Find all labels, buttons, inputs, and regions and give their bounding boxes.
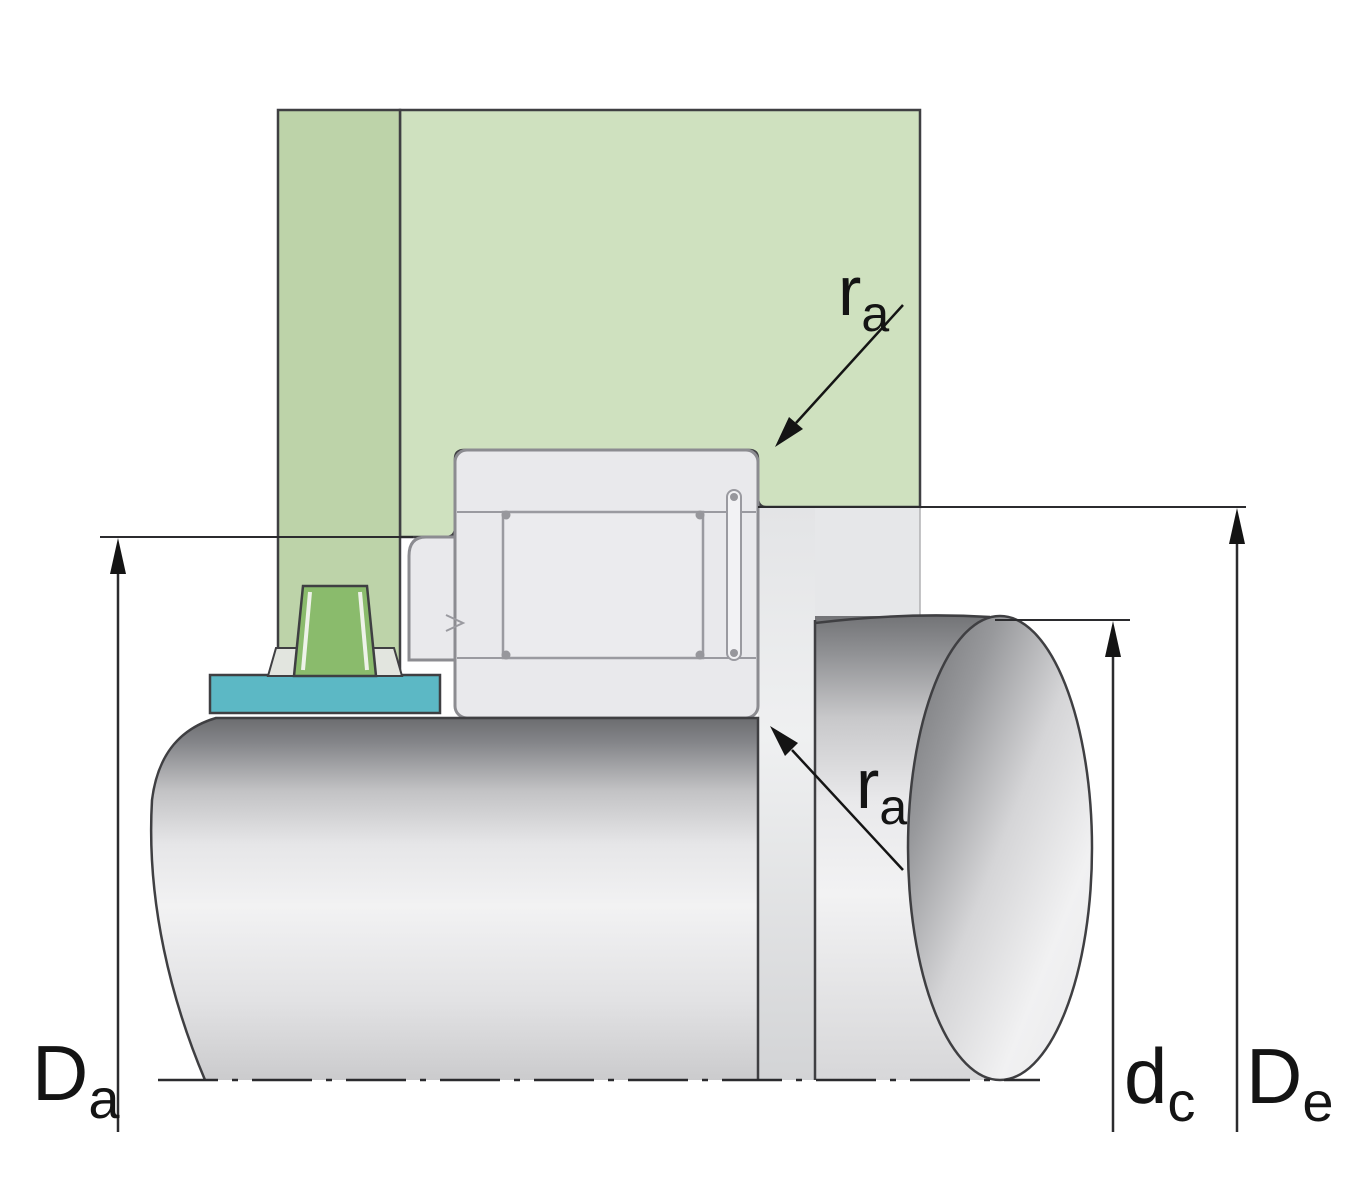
- clamp-highlight-left: [301, 591, 312, 671]
- label-De: De: [1246, 1032, 1334, 1133]
- raceway-extension-surface: [815, 507, 920, 620]
- leader-ra-bottom: [791, 749, 904, 871]
- clamp-highlight-right: [358, 591, 369, 671]
- abutment-parts: [208, 584, 442, 715]
- cage-dot: [695, 510, 705, 520]
- shaft-body: [151, 718, 759, 1080]
- shaft-raceway-strip: [758, 507, 815, 1080]
- bearing: [407, 448, 760, 720]
- label-dc: dc: [1124, 1032, 1195, 1133]
- break-mark: [445, 614, 466, 632]
- roller: [501, 510, 705, 660]
- shaft-shoulder-section: [758, 507, 1094, 1082]
- leader-arrowhead-ra-top: [775, 417, 803, 447]
- shaft-outline: [149, 716, 760, 1081]
- pin-dot: [730, 493, 738, 501]
- label-Da: Da: [32, 1029, 120, 1130]
- label-ra-bottom: ra: [856, 745, 907, 835]
- leader-ra-top: [795, 304, 904, 424]
- arrowhead-dc: [1105, 621, 1121, 657]
- clamp-body: [292, 584, 378, 678]
- arrowhead-Da: [110, 538, 126, 574]
- leader-arrowhead-ra-bottom: [770, 726, 798, 756]
- dimensions: [100, 506, 1246, 1132]
- shaft: [149, 716, 760, 1081]
- spacer-ring: [208, 673, 442, 715]
- fillet-callouts: [770, 304, 904, 871]
- cage-dot: [501, 650, 511, 660]
- housing-left-wall: [276, 108, 402, 680]
- shoulder-top-edge: [814, 614, 991, 625]
- cage-dot: [695, 650, 705, 660]
- pin-dot: [730, 649, 738, 657]
- shaft-shoulder-face: [906, 614, 1094, 1082]
- cage-dot: [501, 510, 511, 520]
- arrowhead-De: [1229, 508, 1245, 544]
- roller-pin: [726, 489, 742, 661]
- bearing-left-ring: [407, 535, 457, 662]
- label-ra-top: ra: [838, 252, 889, 342]
